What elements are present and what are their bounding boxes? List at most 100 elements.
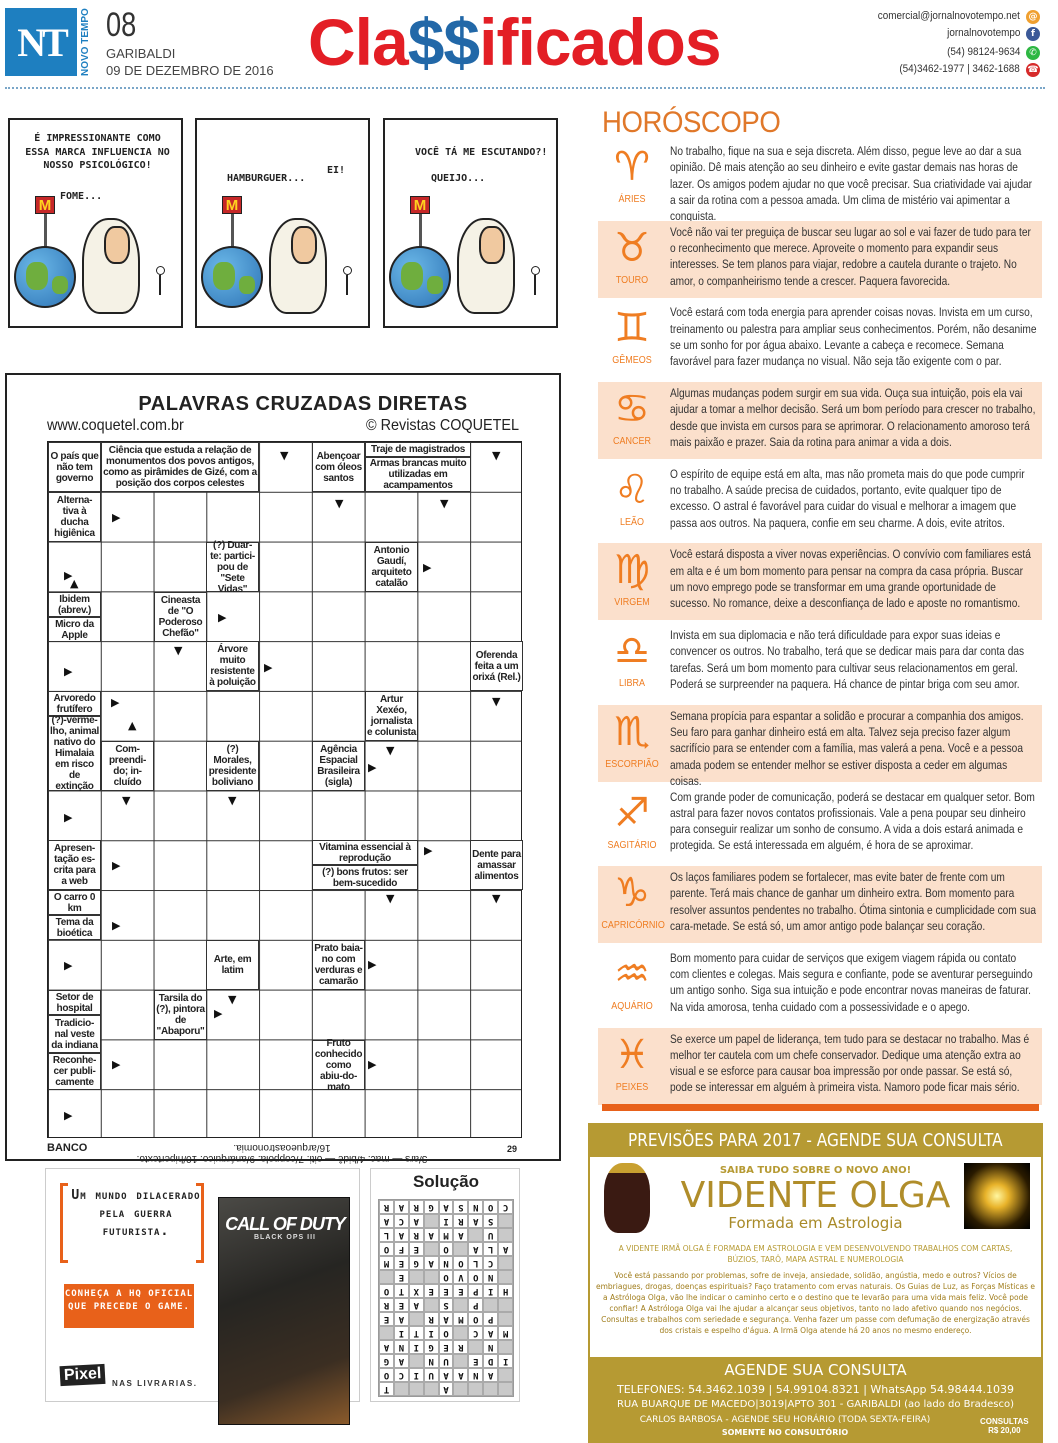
arrow-down-icon: ▼ — [492, 695, 501, 708]
horoscope-sign: ♍ VIRGEM Você estará disposta a viver no… — [598, 543, 1042, 621]
page-number: 08 — [106, 6, 137, 44]
horoscope-sign: ♌ LEÃO O espírito de equipe está em alta… — [598, 463, 1042, 540]
ad-address: RUA BUARQUE DE MACEDO|3019|APTO 301 - GA… — [616, 1399, 1014, 1410]
sign-pole — [231, 208, 234, 248]
sign-text: Algumas mudanças podem surgir em sua vid… — [670, 386, 1036, 449]
contact-phones[interactable]: (54)3462-1977 | 3462-1688 — [899, 63, 1020, 75]
solution-row: IDE UN AG — [379, 1356, 509, 1366]
virgo-icon: ♍ — [614, 547, 650, 594]
speech-text: VOCÊ TÁ ME ESCUTANDO?! — [415, 147, 548, 158]
cover-title: CALL OF DUTY — [225, 1214, 346, 1234]
sign-name: TOURO — [615, 274, 649, 286]
contact-facebook[interactable]: jornalnovotempo — [946, 27, 1020, 39]
arrow-right-icon: ▶ — [264, 661, 273, 674]
contact-whatsapp[interactable]: (54) 98124-9634 — [946, 46, 1020, 58]
sign-text: Os laços familiares podem se fortalecer,… — [670, 870, 1036, 934]
sign-name: AQUÁRIO — [611, 1000, 653, 1012]
ad-body: Você está passando por problemas, sofre … — [596, 1271, 1035, 1335]
horoscope-sign: ♈ ÁRIES No trabalho, fique na sua e seja… — [598, 140, 1042, 223]
sign-text: Se exerce um papel de liderança, tem tud… — [670, 1031, 1030, 1095]
arrow-down-icon: ▼ — [386, 744, 395, 757]
sign-name: SAGITÁRIO — [607, 839, 657, 851]
solution-row: P S AER — [379, 1300, 509, 1310]
sign-pole — [419, 208, 422, 248]
clue: Ciência que estuda a relação de monument… — [101, 442, 259, 492]
clue: (?) Duar-te: partici-pou de "Sete Vidas" — [206, 540, 259, 595]
crossword-grid[interactable]: O país que não tem governo Ciência que e… — [47, 441, 523, 1138]
clue: Traje de magistrados — [365, 442, 471, 457]
puzzle-number: 29 — [507, 1144, 518, 1154]
sign-text: Com grande poder de comunicação, poderá … — [670, 789, 1035, 853]
solution-row: ANAAUICO — [379, 1370, 509, 1380]
vidente-olga-ad[interactable]: PREVISÕES PARA 2017 - AGENDE SUA CONSULT… — [588, 1123, 1043, 1443]
horoscope-sign: ♐ SAGITÁRIO Com grande poder de comunica… — [598, 786, 1042, 863]
horoscope-sign: ♎ LIBRA Invista em sua diplomacia e não … — [598, 624, 1042, 701]
arrow-right-icon: ▶ — [218, 611, 227, 624]
title-part: Cla — [308, 5, 409, 79]
clue: Reconhe-cer publi-camente — [48, 1053, 101, 1090]
clue: Vitamina essencial à reprodução — [312, 840, 418, 865]
sign-text: Você não vai ter preguiça de buscar seu … — [670, 224, 1031, 288]
horoscope-sign: ♑ CAPRICÓRNIO Os laços familiares podem … — [598, 866, 1042, 944]
m-sign-icon: M — [35, 196, 55, 214]
solution-row: ALA O EFO — [379, 1244, 509, 1254]
solution-row: MAC OITI — [379, 1328, 509, 1338]
arrow-down-icon: ▼ — [122, 794, 131, 807]
horoscope-list: ♈ ÁRIES No trabalho, fique na sua e seja… — [598, 140, 1042, 1108]
section-title: Cla$$ificados — [308, 4, 722, 80]
comic-book-ad[interactable]: Um mundo dilacerado pela guerra futurist… — [45, 1168, 360, 1425]
sign-name: GÊMEOS — [612, 355, 652, 367]
arrow-right-icon: ▶ — [423, 561, 432, 574]
solution-title: Solução — [412, 1172, 480, 1191]
arrow-right-icon: ▶ — [64, 1109, 73, 1122]
solution-row: POMAR AE — [379, 1314, 509, 1324]
ad-phones[interactable]: TELEFONES: 54.3462.1039 | 54.99104.8321 … — [616, 1383, 1015, 1396]
taurus-icon: ♉ — [614, 224, 650, 271]
ad-cta[interactable]: CONHEÇA A HQ OFICIAL QUE PRECEDE O GAME. — [64, 1284, 194, 1328]
horoscope-sign: ♋ CANCER Algumas mudanças podem surgir e… — [598, 382, 1042, 460]
sign-name: PEIXES — [615, 1081, 649, 1093]
cover-subtitle: BLACK OPS III — [253, 1234, 316, 1241]
bracket-left — [60, 1183, 68, 1263]
crossword-website: www.coquetel.com.br — [47, 417, 184, 434]
newspaper-logo: NT — [5, 8, 77, 76]
ad-name: VIDENTE OLGA — [680, 1175, 951, 1216]
arrow-right-icon: ▶ — [64, 959, 73, 972]
horoscope-title: HORÓSCOPO — [602, 106, 781, 139]
libra-icon: ♎ — [614, 628, 650, 675]
sign-name: VIRGEM — [614, 597, 650, 609]
sign-name: CAPRICÓRNIO — [601, 920, 665, 932]
clue: Armas brancas muito utilizadas em acampa… — [365, 457, 471, 492]
clue: Tema da bioética — [48, 915, 101, 940]
clue: O carro 0 km — [48, 890, 101, 915]
city: GARIBALDI — [106, 46, 176, 61]
ad-headline: Um mundo dilacerado pela guerra futurist… — [71, 1188, 201, 1239]
solution-row: HIPEEEXTO — [379, 1286, 509, 1296]
arrow-down-icon: ▼ — [174, 644, 183, 657]
clue: Arvoredo frutífero — [48, 691, 101, 716]
arrow-right-icon: ▶ — [368, 958, 377, 971]
arrow-right-icon: ▶ — [112, 511, 121, 524]
pisces-icon: ♓ — [614, 1031, 650, 1078]
globe-icon — [389, 246, 451, 308]
arrow-right-icon: ▶ — [112, 919, 121, 932]
sign-pole — [44, 208, 47, 248]
clue: (?) Morales, presidente boliviano — [206, 741, 259, 791]
sign-text: O espírito de equipe está em alta, mas n… — [670, 466, 1025, 530]
availability-text: NAS LIVRARIAS. — [112, 1379, 198, 1388]
leo-icon: ♌ — [614, 466, 650, 513]
ad-kicker: SAIBA TUDO SOBRE O NOVO ANO! — [719, 1165, 912, 1176]
m-sign-icon: M — [410, 196, 430, 214]
arrow-down-icon: ▼ — [386, 892, 395, 905]
globe-icon — [14, 246, 76, 308]
ad-intro: A VIDENTE IRMÃ OLGA É FORMADA EM ASTROLO… — [618, 1244, 1013, 1264]
ad-contact-block: AGENDE SUA CONSULTA TELEFONES: 54.3462.1… — [590, 1357, 1041, 1443]
comic-panel-3: VOCÊ TÁ ME ESCUTANDO?! QUEIJO... M — [383, 118, 558, 328]
sign-text: Invista em sua diplomacia e não terá dif… — [670, 628, 1025, 692]
sign-name: CANCER — [612, 436, 651, 448]
contact-email[interactable]: comercial@jornalnovotempo.net — [877, 10, 1020, 22]
ad-carlos-barbosa: CARLOS BARBOSA - AGENDE SEU HORÁRIO (TOD… — [639, 1415, 931, 1425]
arrow-down-icon: ▼ — [492, 892, 501, 905]
facebook-icon: f — [1026, 27, 1040, 41]
